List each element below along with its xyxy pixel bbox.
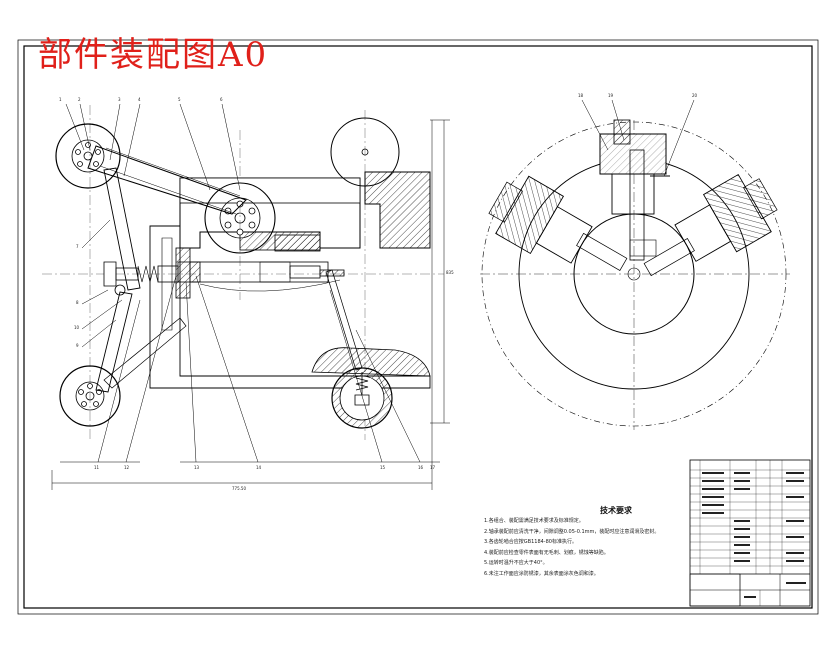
leader-label-10: 10 xyxy=(74,325,80,330)
leader-label-16: 16 xyxy=(418,465,424,470)
dimension-height: 835 xyxy=(446,270,454,275)
tech-note: 2.轴承装配前应清洗干净，间隙调整0.05-0.1mm，装配时应注意润滑及密封。 xyxy=(484,528,660,535)
tech-note: 6.未注工作面应涂防锈漆，其余表面涂灰色调和漆。 xyxy=(484,570,599,577)
leader-label-1: 1 xyxy=(59,97,62,102)
left-assembly-view xyxy=(42,105,450,490)
leader-label-3: 3 xyxy=(118,97,121,102)
tech-note: 3.各齿轮啮合应按GB1184-80标准执行。 xyxy=(484,539,577,546)
leader-label-4: 4 xyxy=(138,97,141,102)
left-leader-lines xyxy=(60,103,440,463)
leader-label-9: 9 xyxy=(76,343,79,348)
revision-block xyxy=(689,573,741,607)
dimension-width: 775.50 xyxy=(232,486,246,491)
leader-label-2: 2 xyxy=(78,97,81,102)
leader-label-19: 19 xyxy=(608,93,614,98)
leader-label-14: 14 xyxy=(256,465,262,470)
leader-label-12: 12 xyxy=(124,465,130,470)
leader-label-11: 11 xyxy=(94,465,100,470)
leader-label-6: 6 xyxy=(220,97,223,102)
tech-requirements-list: 1.各组合、装配需满足技术要求及标准规定。 2.轴承装配前应清洗干净，间隙调整0… xyxy=(484,516,659,580)
drawing-title: 部件装配图A0 xyxy=(38,35,269,75)
leader-label-18: 18 xyxy=(578,93,584,98)
leader-label-7: 7 xyxy=(76,244,79,249)
leader-label-15: 15 xyxy=(380,465,386,470)
inner-frame xyxy=(23,45,813,609)
title-block xyxy=(689,459,811,607)
tech-requirements-heading: 技术要求 xyxy=(600,506,632,515)
tech-note: 1.各组合、装配需满足技术要求及标准规定。 xyxy=(484,518,584,524)
leader-label-13: 13 xyxy=(194,465,200,470)
leader-label-20: 20 xyxy=(692,93,698,98)
leader-label-5: 5 xyxy=(178,97,181,102)
right-section-view xyxy=(480,99,790,430)
tech-note: 5.运转时温升不应大于40°。 xyxy=(484,560,548,567)
tech-note: 4.装配前应检查零件表面有无毛刺、划痕，锈蚀等缺陷。 xyxy=(484,549,609,556)
leader-label-17: 17 xyxy=(430,465,436,470)
outer-frame xyxy=(17,39,819,615)
leader-label-8: 8 xyxy=(76,300,79,305)
